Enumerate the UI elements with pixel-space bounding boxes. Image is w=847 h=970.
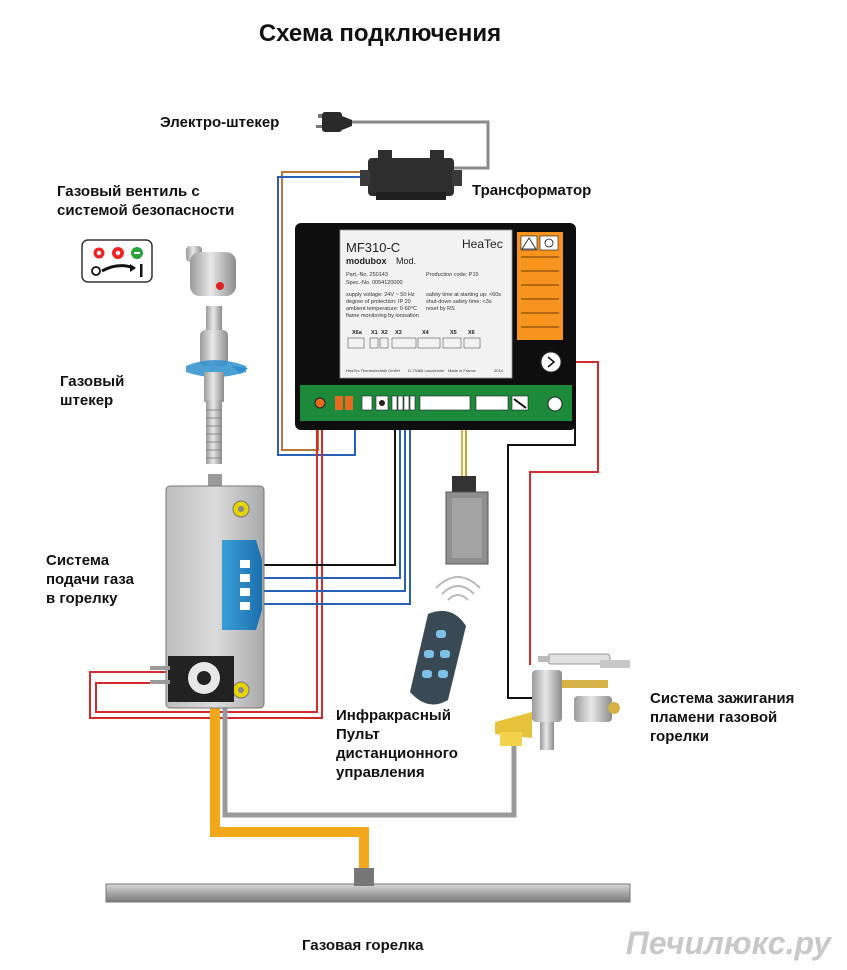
- ignition-system: [495, 653, 630, 750]
- gas-supply-block: [150, 474, 265, 709]
- label-x5: X5: [450, 330, 457, 336]
- label-gas-supply: Система подачи газа в горелку: [46, 551, 134, 608]
- pilot-gas-line: [222, 705, 517, 818]
- connector-sketch: [347, 337, 481, 349]
- controller-safety-start: safety time at starting up: <60s: [426, 292, 501, 298]
- label-transformer: Трансформатор: [472, 182, 592, 199]
- ir-receiver: [445, 476, 489, 565]
- controller-supply: supply voltage: 24V ~ 50 Hz: [346, 292, 415, 298]
- label-x2: X2: [381, 330, 388, 336]
- label-ignition-line-3: горелки: [650, 728, 709, 745]
- controller-spec-no: Spec.-No. 0054120000: [346, 280, 403, 286]
- controller-mod: Mod.: [396, 256, 416, 266]
- page-title: Схема подключения: [258, 20, 502, 47]
- warning-icons: [520, 235, 559, 328]
- safety-valve-icon: [81, 239, 153, 283]
- label-x6: X6: [468, 330, 475, 336]
- power-cord: [346, 120, 490, 170]
- label-x6a: X6a: [352, 330, 363, 336]
- label-gas-valve-line-1: Газовый вентиль с: [57, 183, 200, 200]
- ignition-wire: [507, 405, 576, 699]
- controller-protection: degree of protection: IP 20: [346, 299, 411, 305]
- gas-valve-knob: [186, 246, 236, 296]
- label-x4: X4: [422, 330, 430, 336]
- controller-part-no: Part.-No. 250143: [346, 272, 388, 278]
- label-gas-burner: Газовая горелка: [302, 937, 424, 954]
- label-gas-supply-line-3: в горелку: [46, 590, 118, 607]
- remote-control: [410, 576, 481, 705]
- label-remote-line-1: Инфракрасный: [336, 707, 451, 724]
- label-gas-valve: Газовый вентиль с системой безопасности: [57, 182, 234, 220]
- rotate-arrow-icon: [232, 366, 248, 374]
- controller-reset: reset by RS: [426, 306, 455, 312]
- label-gas-valve-line-2: системой безопасности: [57, 202, 235, 219]
- label-gas-plug-line-2: штекер: [60, 392, 114, 409]
- controller-footer-year: 2014: [494, 368, 504, 373]
- terminal-blocks: [314, 395, 563, 412]
- label-gas-supply-line-2: подачи газа: [46, 571, 134, 588]
- label-gas-supply-line-1: Система: [46, 552, 110, 569]
- label-x1: X1: [371, 330, 378, 336]
- label-gas-plug-line-1: Газовый: [60, 373, 125, 390]
- label-remote-line-2: Пульт: [336, 726, 380, 743]
- watermark: Печилюкс.ру: [625, 925, 831, 961]
- gas-plug: [186, 306, 246, 464]
- label-electric-plug: Электро-штекер: [160, 114, 280, 131]
- controller-footer-company: HeaTec Thermotechnik GmbH: [346, 368, 400, 373]
- controller-brand: HeaTec: [462, 237, 503, 251]
- controller-production-code: Production code: P15: [426, 272, 479, 278]
- label-x3: X3: [395, 330, 402, 336]
- controller-unit: MF310-C HeaTec modubox Mod. Part.-No. 25…: [295, 223, 576, 430]
- red-wires: [89, 361, 599, 719]
- label-ignition-line-1: Система зажигания: [650, 690, 795, 707]
- label-remote-line-3: дистанционного: [336, 745, 458, 762]
- controller-footer-city: D-73466 Lauchheim: [408, 368, 445, 373]
- label-remote: Инфракрасный Пульт дистанционного управл…: [336, 706, 458, 782]
- controller-flame: flame monitoring by ionisation: [346, 313, 419, 319]
- gas-burner: [105, 868, 631, 903]
- electric-plug: [316, 112, 352, 132]
- controller-footer-made: Made in France: [448, 368, 477, 373]
- valve-signal-wires: [250, 405, 411, 605]
- controller-shutdown: shut-down safety time: <3s: [426, 299, 492, 305]
- label-gas-plug: Газовый штекер: [60, 372, 124, 410]
- transformer: [360, 150, 462, 200]
- ionisation-socket: [540, 351, 562, 373]
- label-ignition-line-2: пламени газовой: [650, 709, 778, 726]
- controller-sub: modubox: [346, 256, 387, 266]
- controller-ambient: ambient temperature: 0-60°C: [346, 306, 417, 312]
- main-gas-pipe: [210, 705, 369, 878]
- label-remote-line-4: управления: [336, 764, 425, 781]
- label-ignition: Система зажигания пламени газовой горелк…: [650, 689, 794, 746]
- controller-model: MF310-C: [346, 240, 400, 255]
